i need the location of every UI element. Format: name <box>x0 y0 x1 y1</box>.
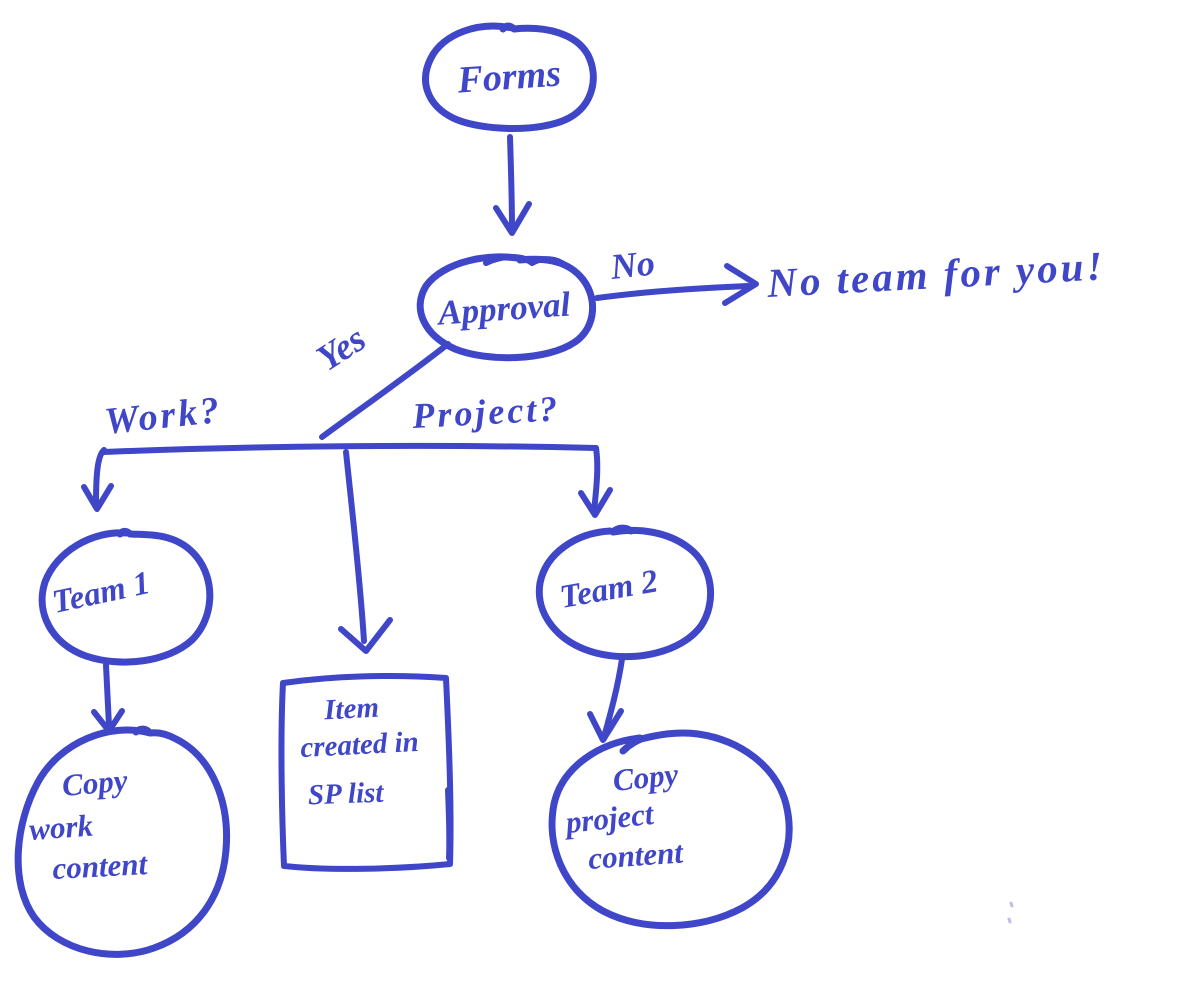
sp-item-line-1: Item <box>322 692 379 727</box>
arrow-forms-to-approval-shaft <box>507 134 515 234</box>
label-layer: Forms Approval No No team for you! Yes W… <box>28 52 1106 886</box>
arrow-approval-no-head <box>722 263 759 306</box>
copy-project-line-2: project <box>561 796 656 840</box>
work-edge-label: Work? <box>103 389 225 443</box>
copy-work-node-outline <box>14 725 231 958</box>
branch-left-arrowhead <box>81 483 114 512</box>
branch-middle-arrowhead <box>338 617 393 654</box>
no-team-annotation: No team for you! <box>765 242 1106 306</box>
yes-edge-label: Yes <box>310 318 374 379</box>
team1-node-label: Team 1 <box>49 565 153 621</box>
arrow-team1-to-copywork-shaft <box>103 662 112 729</box>
sp-item-node-outline <box>278 672 454 872</box>
branch-middle-drop <box>343 449 367 644</box>
forms-node-outline <box>422 22 597 132</box>
branch-right-drop <box>591 445 601 515</box>
team2-node-outline <box>535 524 715 661</box>
copy-project-line-1: Copy <box>611 756 680 798</box>
sp-item-node-label: Item created in SP list <box>300 692 420 812</box>
branch-right-arrowhead <box>578 487 613 518</box>
approval-node-label: Approval <box>435 284 572 332</box>
yes-branch-line <box>319 341 451 440</box>
arrow-team2-to-copyproject-head <box>587 708 624 743</box>
branch-left-drop <box>93 447 107 507</box>
copy-work-line-3: content <box>52 846 150 886</box>
project-edge-label: Project? <box>410 388 561 436</box>
team2-node-label: Team 2 <box>557 563 660 616</box>
sp-item-line-2: created in <box>300 726 420 764</box>
forms-node-label: Forms <box>455 52 562 101</box>
copy-project-node-outline <box>548 729 793 930</box>
no-edge-label: No <box>608 243 657 287</box>
copy-project-node-label: Copy project content <box>561 756 685 876</box>
copy-project-line-3: content <box>587 834 685 876</box>
approval-node-outline <box>416 253 596 362</box>
branch-horizontal-line <box>101 442 599 455</box>
approval-node-top-stroke <box>483 254 569 269</box>
copy-work-line-2: work <box>28 808 95 847</box>
copy-work-line-1: Copy <box>61 762 129 803</box>
team1-node-outline <box>38 527 214 666</box>
copy-work-node-label: Copy work content <box>28 762 149 886</box>
ink-stroke-layer <box>14 22 1014 958</box>
arrow-approval-no-shaft <box>594 283 751 301</box>
sp-item-line-3: SP list <box>307 777 384 812</box>
arrow-forms-to-approval-head <box>493 201 532 236</box>
stray-ink-dots <box>1007 901 1014 924</box>
sp-item-right-edge-retrace <box>445 787 453 861</box>
